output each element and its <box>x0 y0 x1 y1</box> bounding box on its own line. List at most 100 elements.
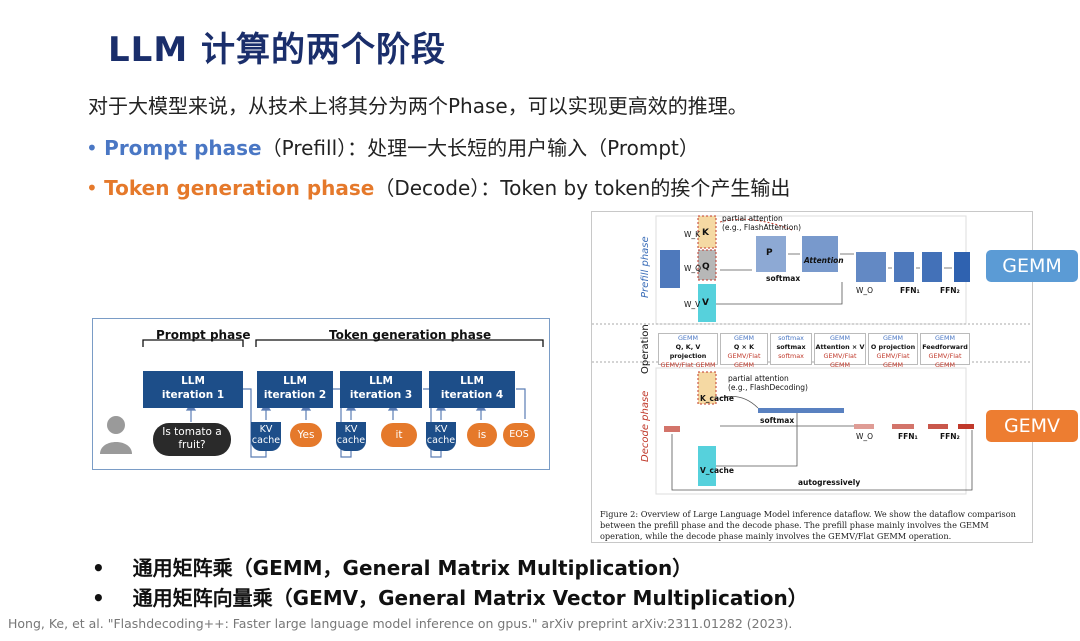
iteration-line: LLM <box>283 375 307 387</box>
op-top: GEMM <box>677 334 699 342</box>
bullet-marker: • <box>92 586 105 610</box>
decode-ffn1-label: FFN₁ <box>898 432 918 441</box>
operation-cell: GEMM O projection GEMV/Flat GEMM <box>868 333 918 369</box>
definition-gemv: • 通用矩阵向量乘（GEMV，General Matrix Vector Mul… <box>92 582 808 611</box>
prompt-phase-term: Prompt phase <box>104 136 262 160</box>
op-mid: Attention × V <box>815 343 865 351</box>
prefill-softmax-label: softmax <box>766 274 801 283</box>
input-line: fruit? <box>178 439 206 451</box>
op-top: GEMM <box>934 334 956 342</box>
vcache-label: V_cache <box>700 466 734 475</box>
iteration-line: iteration 3 <box>349 389 413 401</box>
dataflow-graphics <box>592 215 1032 495</box>
input-line: Is tomato a <box>162 426 222 438</box>
iteration-line: iteration 2 <box>263 389 327 401</box>
op-bot: GEMV/Flat GEMM <box>876 352 910 369</box>
slide-title: LLM 计算的两个阶段 <box>108 30 447 70</box>
k-label: K <box>702 228 709 238</box>
user-input-pill: Is tomato a fruit? <box>153 423 231 456</box>
kv-line: KV <box>259 424 273 435</box>
kv-cache-1: KV cache <box>251 422 281 451</box>
op-mid: O projection <box>870 343 916 351</box>
op-bot: GEMV/Flat GEMM <box>660 361 716 369</box>
token-is: is <box>467 423 497 447</box>
op-top: softmax <box>778 334 804 342</box>
operation-cell: GEMM Q, K, V projection GEMV/Flat GEMM <box>658 333 718 369</box>
wv-label: W_V <box>684 300 701 309</box>
prefill-phase-label: Prefill phase <box>640 236 651 298</box>
op-top: GEMM <box>829 334 851 342</box>
op-top: GEMM <box>733 334 755 342</box>
attention-label: Attention <box>804 256 844 265</box>
v-label: V <box>702 298 709 308</box>
definition-gemv-text: 通用矩阵向量乘（GEMV，General Matrix Vector Multi… <box>132 586 808 610</box>
token-eos: EOS <box>503 423 535 447</box>
kcache-label: K_cache <box>700 394 734 403</box>
llm-iteration-4: LLM iteration 4 <box>429 371 515 408</box>
token-phase-term: Token generation phase <box>104 176 375 200</box>
op-mid: Q, K, V projection <box>669 343 707 360</box>
definition-gemm: • 通用矩阵乘（GEMM，General Matrix Multiplicati… <box>92 552 692 581</box>
bullet-token-phase: • Token generation phase（Decode）：Token b… <box>86 172 790 201</box>
decode-softmax-label: softmax <box>760 416 795 425</box>
citation-footer: Hong, Ke, et al. "Flashdecoding++: Faste… <box>8 616 793 631</box>
op-bot: softmax <box>778 352 804 360</box>
token-yes: Yes <box>290 423 322 447</box>
llm-iterations-diagram: Prompt phase Token generation phase LLM … <box>92 318 550 470</box>
token-phase-desc: （Decode）：Token by token的挨个产生输出 <box>374 176 791 200</box>
kv-cache-3: KV cache <box>426 422 456 451</box>
operation-cell: softmax softmax softmax <box>770 333 812 365</box>
prompt-phase-desc: （Prefill）：处理一大长短的用户输入（Prompt） <box>261 136 699 160</box>
op-bot: GEMV/Flat GEMM <box>823 352 857 369</box>
dataflow-figure: Prefill phase Operation Decode phase par… <box>591 211 1033 543</box>
intro-text: 对于大模型来说，从技术上将其分为两个Phase，可以实现更高效的推理。 <box>88 94 748 118</box>
q-label: Q <box>702 262 710 272</box>
decode-wo-label: W_O <box>856 432 874 441</box>
bullet-marker: • <box>86 176 98 200</box>
kv-line: KV <box>434 424 448 435</box>
gemm-label: GEMM <box>986 250 1078 282</box>
decode-ffn2-label: FFN₂ <box>940 432 960 441</box>
op-mid: Q × K <box>733 343 755 351</box>
token-phase-label: Token generation phase <box>329 328 492 342</box>
user-icon <box>100 416 132 454</box>
prefill-partial-attention-eg: (e.g., FlashAttention) <box>722 223 802 232</box>
op-bot: GEMV/Flat GEMM <box>727 352 761 369</box>
decode-phase-label: Decode phase <box>640 390 651 462</box>
bullet-marker: • <box>86 136 98 160</box>
iteration-line: LLM <box>369 375 393 387</box>
llm-iteration-1: LLM iteration 1 <box>143 371 243 408</box>
op-mid: softmax <box>776 343 806 351</box>
prefill-ffn2-label: FFN₂ <box>940 286 960 295</box>
op-top: GEMM <box>882 334 904 342</box>
operation-cell: GEMM Attention × V GEMV/Flat GEMM <box>814 333 866 369</box>
kv-cache-2: KV cache <box>336 422 366 451</box>
iteration-line: iteration 1 <box>161 389 225 401</box>
wq-label: W_Q <box>684 264 702 273</box>
p-label: P <box>766 248 773 258</box>
wk-label: W_K <box>684 230 701 239</box>
token-it: it <box>381 423 417 447</box>
op-mid: Feedforward <box>922 343 968 351</box>
gemv-label: GEMV <box>986 410 1078 442</box>
iteration-line: LLM <box>460 375 484 387</box>
operation-cell: GEMM Q × K GEMV/Flat GEMM <box>720 333 768 369</box>
autoregressive-label: autogressively <box>798 478 861 487</box>
prefill-partial-attention: partial attention <box>722 214 783 223</box>
definition-gemm-text: 通用矩阵乘（GEMM，General Matrix Multiplication… <box>132 556 693 580</box>
prefill-wo-label: W_O <box>856 286 874 295</box>
llm-iteration-2: LLM iteration 2 <box>257 371 333 408</box>
decode-partial-attention: partial attention <box>728 374 789 383</box>
operation-label: Operation <box>640 324 651 374</box>
kv-line: KV <box>344 424 358 435</box>
iteration-line: iteration 4 <box>440 389 504 401</box>
bullet-prompt-phase: • Prompt phase（Prefill）：处理一大长短的用户输入（Prom… <box>86 132 699 161</box>
operation-cell: GEMM Feedforward GEMV/Flat GEMM <box>920 333 970 369</box>
iteration-line: LLM <box>181 375 205 387</box>
figure-caption: Figure 2: Overview of Large Language Mod… <box>600 509 1016 541</box>
kv-line: cache <box>251 435 281 446</box>
decode-partial-attention-eg: (e.g., FlashDecoding) <box>728 383 808 392</box>
prefill-ffn1-label: FFN₁ <box>900 286 920 295</box>
kv-line: cache <box>426 435 456 446</box>
bullet-marker: • <box>92 556 105 580</box>
